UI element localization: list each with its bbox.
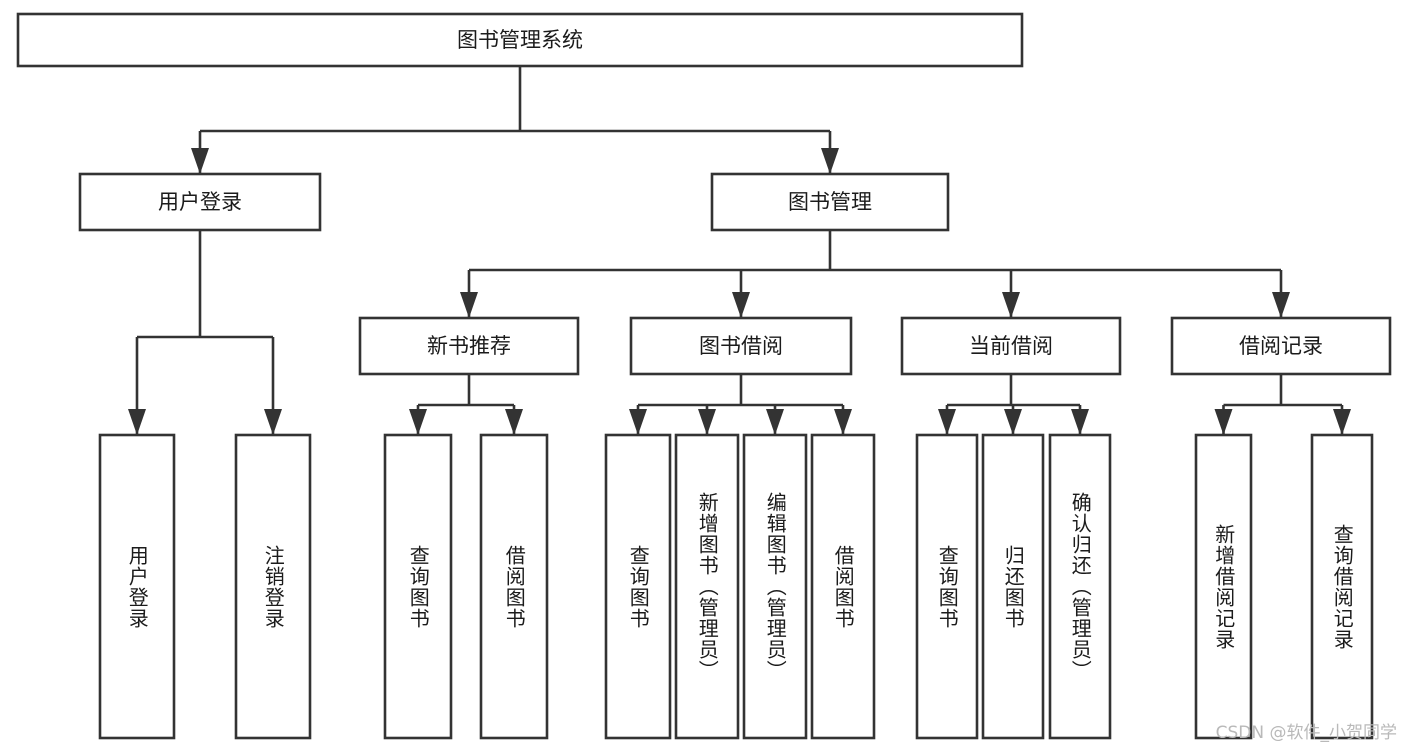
node-label-root: 图书管理系统 xyxy=(457,28,583,52)
node-label-book-borrow: 图书借阅 xyxy=(699,334,783,358)
arrow-head-icon-new_book_rec-1 xyxy=(505,409,523,435)
arrow-head-icon-current_borrow-1 xyxy=(1004,409,1022,435)
arrow-head-icon-book_borrow-2 xyxy=(766,409,784,435)
node-box-leaf-query-book-3[interactable] xyxy=(915,433,979,740)
node-label-borrow-record: 借阅记录 xyxy=(1239,334,1323,358)
node-box-leaf-add-record[interactable] xyxy=(1194,433,1253,740)
node-label-current-borrow: 当前借阅 xyxy=(969,334,1053,358)
arrow-head-icon-current_borrow-2 xyxy=(1071,409,1089,435)
node-label-user-login: 用户登录 xyxy=(158,190,242,214)
node-box-leaf-borrow-book-1[interactable] xyxy=(479,433,549,740)
box-layer xyxy=(16,12,1392,740)
node-box-user-login[interactable] xyxy=(78,172,322,232)
node-box-borrow-record[interactable] xyxy=(1170,316,1392,376)
arrow-head-icon-borrow_record-1 xyxy=(1333,409,1351,435)
node-box-leaf-query-record[interactable] xyxy=(1310,433,1374,740)
arrow-head-icon-book_manage-3 xyxy=(1272,292,1290,318)
node-box-leaf-borrow-book-2[interactable] xyxy=(810,433,876,740)
node-box-new-book-rec[interactable] xyxy=(358,316,580,376)
arrow-head-icon-user_login-0 xyxy=(128,409,146,435)
node-box-leaf-logout[interactable] xyxy=(234,433,312,740)
node-box-leaf-edit-book[interactable] xyxy=(742,433,808,740)
arrow-head-icon-book_borrow-1 xyxy=(698,409,716,435)
arrow-head-icon-book_borrow-3 xyxy=(834,409,852,435)
node-box-leaf-user-login[interactable] xyxy=(98,433,176,740)
node-box-book-borrow[interactable] xyxy=(629,316,853,376)
node-box-current-borrow[interactable] xyxy=(900,316,1122,376)
node-label-book-manage: 图书管理 xyxy=(788,190,872,214)
arrow-head-icon-current_borrow-0 xyxy=(938,409,956,435)
node-label-new-book-rec: 新书推荐 xyxy=(427,334,511,358)
arrow-head-icon-book_manage-1 xyxy=(732,292,750,318)
watermark-credit: CSDN @软件_小贺同学 xyxy=(1215,723,1397,743)
arrow-head-icon-book_manage-0 xyxy=(460,292,478,318)
node-box-leaf-confirm-return[interactable] xyxy=(1048,433,1112,740)
arrow-head-icon-new_book_rec-0 xyxy=(409,409,427,435)
arrow-head-icon-book_manage-2 xyxy=(1002,292,1020,318)
node-box-book-manage[interactable] xyxy=(710,172,950,232)
node-box-root[interactable] xyxy=(16,12,1024,68)
arrow-head-icon-user_login-1 xyxy=(264,409,282,435)
arrow-head-icon-borrow_record-0 xyxy=(1214,409,1233,435)
node-box-leaf-return-book[interactable] xyxy=(981,433,1045,740)
edge-layer xyxy=(128,66,1351,435)
arrow-head-icon-book_borrow-0 xyxy=(629,409,647,435)
node-box-leaf-query-book-2[interactable] xyxy=(604,433,672,740)
arrow-head-icon-root-1 xyxy=(821,148,839,174)
arrow-head-icon-root-0 xyxy=(191,148,209,174)
node-box-leaf-query-book-1[interactable] xyxy=(383,433,453,740)
node-box-leaf-add-book[interactable] xyxy=(674,433,740,740)
